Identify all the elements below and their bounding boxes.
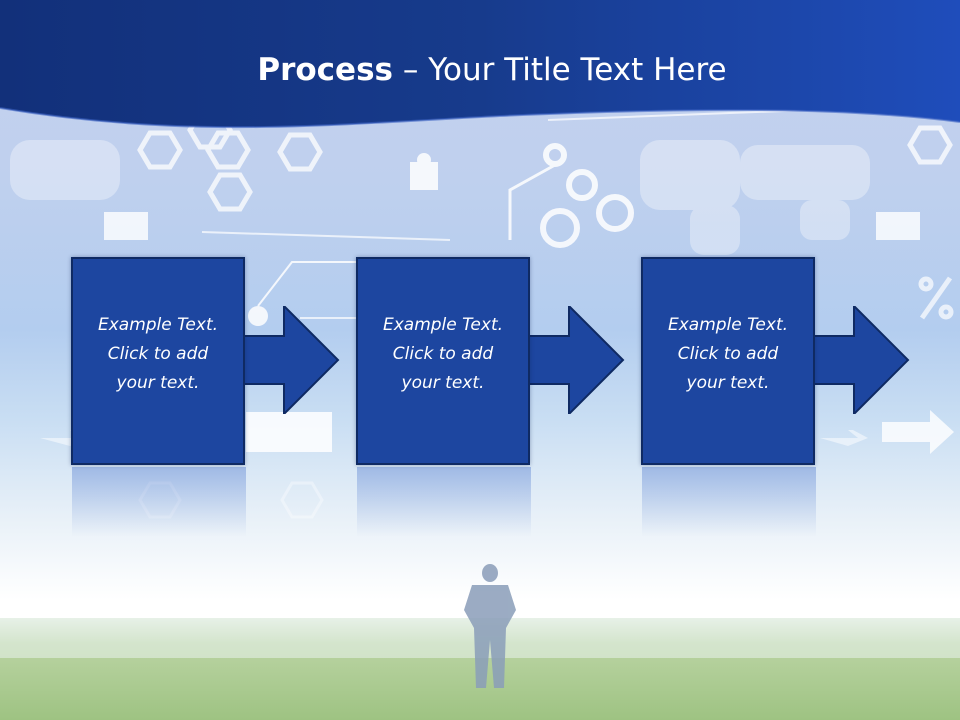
step-text[interactable]: Example Text. Click to add your text.: [73, 311, 243, 398]
step-line: Example Text.: [667, 315, 789, 335]
info-badge-icon: [104, 212, 920, 240]
box-reflection: [72, 467, 246, 537]
step-line: your text.: [686, 373, 770, 393]
step-line: Example Text.: [382, 315, 504, 335]
people-row-icon: [246, 412, 332, 452]
step-arrow-icon: [244, 306, 340, 414]
step-box-3[interactable]: Example Text. Click to add your text.: [641, 257, 815, 465]
step-text[interactable]: Example Text. Click to add your text.: [358, 311, 528, 398]
step-line: Click to add: [392, 344, 494, 364]
step-line: Example Text.: [97, 315, 219, 335]
percent-sign-icon: [918, 276, 954, 320]
step-box-1[interactable]: Example Text. Click to add your text.: [71, 257, 245, 465]
step-text[interactable]: Example Text. Click to add your text.: [643, 311, 813, 398]
world-map-icon: [10, 140, 870, 255]
step-line: your text.: [116, 373, 200, 393]
step-line: your text.: [401, 373, 485, 393]
step-box-2[interactable]: Example Text. Click to add your text.: [356, 257, 530, 465]
puzzle-piece-icon: [410, 153, 438, 190]
right-arrow-icon: [882, 410, 954, 454]
box-reflection: [642, 467, 816, 537]
step-line: Click to add: [107, 344, 209, 364]
hexagon-low-icon: [138, 481, 324, 519]
header-band: [0, 0, 960, 128]
person-silhouette-icon: [464, 564, 516, 688]
step-arrow-icon: [529, 306, 625, 414]
box-reflection: [357, 467, 531, 537]
step-arrow-icon: [814, 306, 910, 414]
slide-title[interactable]: Process – Your Title Text Here: [0, 52, 960, 88]
step-line: Click to add: [677, 344, 779, 364]
title-rest: – Your Title Text Here: [393, 52, 727, 88]
title-bold: Process: [257, 52, 393, 88]
gears-icon: [508, 143, 634, 248]
